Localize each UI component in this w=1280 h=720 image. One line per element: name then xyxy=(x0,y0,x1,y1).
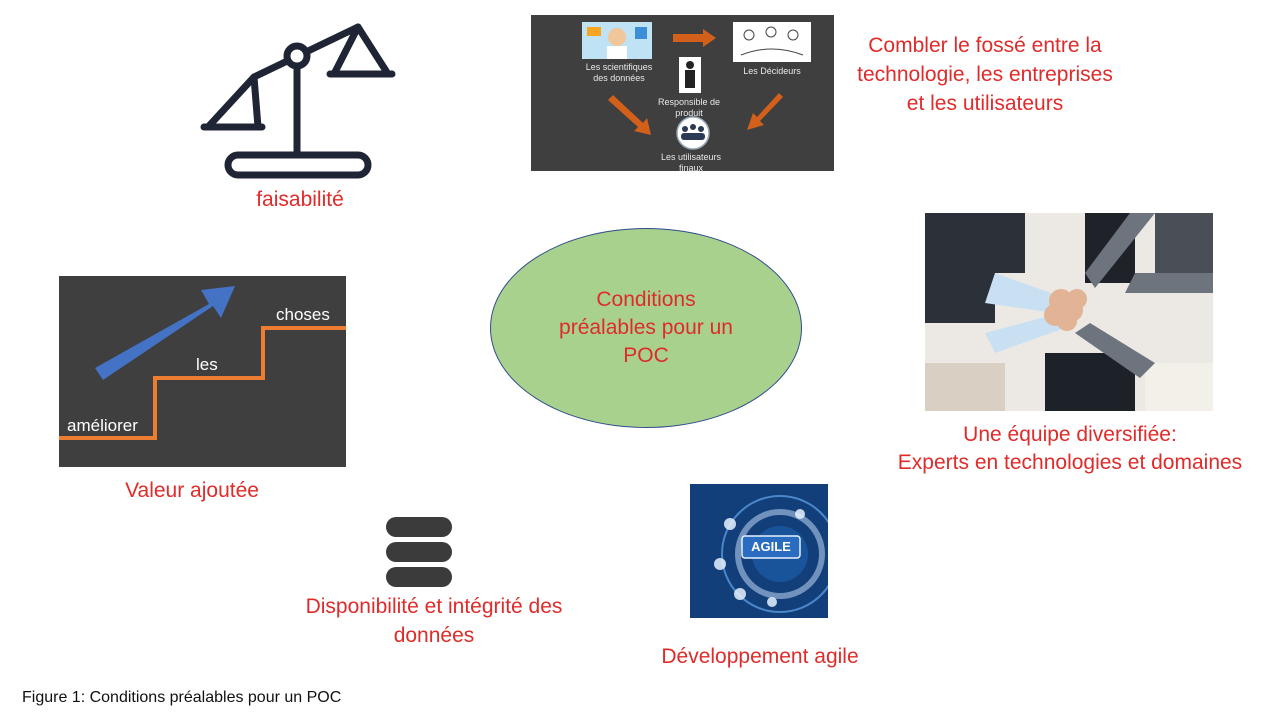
figure-caption: Figure 1: Conditions préalables pour un … xyxy=(22,689,342,706)
center-ellipse: Conditions préalables pour un POC xyxy=(490,228,802,428)
stair-word-3: choses xyxy=(276,305,330,324)
agile-word: AGILE xyxy=(751,539,791,554)
scientists-label: Les scientifiques des données xyxy=(585,62,653,83)
end-users-label: Les utilisateurs finaux xyxy=(660,152,722,173)
bridge-image: Les scientifiques des données Les Décide… xyxy=(531,15,834,173)
bridge-label: Combler le fossé entre la technologie, l… xyxy=(857,34,1113,115)
stair-word-2: les xyxy=(196,355,218,374)
stair-word-1: améliorer xyxy=(67,416,138,435)
agile-image: AGILE xyxy=(690,484,828,618)
agile-label: Développement agile xyxy=(661,645,859,668)
center-label: Conditions préalables pour un POC xyxy=(559,288,733,367)
team-label-line1: Une équipe diversifiée: xyxy=(963,423,1177,446)
database-icon xyxy=(386,517,452,587)
data-label: Disponibilité et intégrité des données xyxy=(305,595,563,647)
team-label-line2: Experts en technologies et domaines xyxy=(897,451,1243,474)
stairs-image: améliorer les choses xyxy=(59,276,346,467)
product-owner-label: Responsible de produit xyxy=(657,97,721,118)
deciders-label: Les Décideurs xyxy=(743,66,801,76)
feasibility-label: faisabilité xyxy=(256,188,344,211)
balance-scale-icon xyxy=(200,23,396,179)
team-hands-photo xyxy=(925,213,1213,411)
value-label: Valeur ajoutée xyxy=(125,479,259,502)
